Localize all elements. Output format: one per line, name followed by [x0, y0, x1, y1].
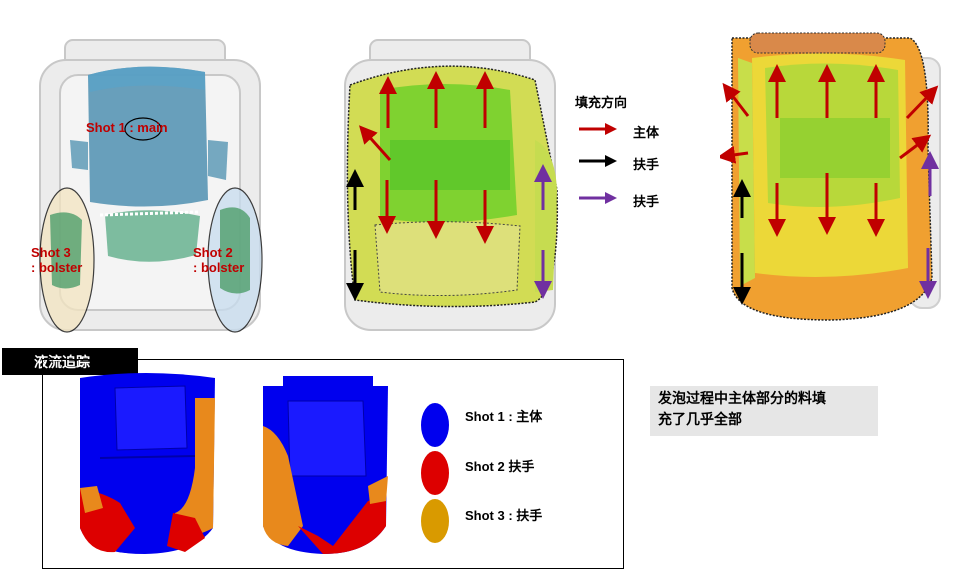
fill-direction-legend: 填充方向 主体 扶手 扶手	[575, 92, 685, 212]
fill-direction-seat-view	[344, 39, 559, 331]
shot2-color-swatch	[421, 451, 449, 495]
shot2-label-line2: : bolster	[193, 260, 245, 275]
shot1-color-swatch	[421, 403, 449, 447]
shot3-label-line1: Shot 3	[31, 245, 71, 260]
shot3-label: Shot 3 : bolster	[31, 245, 82, 275]
shot1-label: Shot 1 : main	[86, 120, 168, 135]
foaming-note-line1: 发泡过程中主体部分的料填	[658, 390, 826, 406]
foaming-note-box: 发泡过程中主体部分的料填 充了几乎全部	[650, 386, 878, 436]
shot3-legend-label: Shot 3 : 扶手	[465, 508, 543, 523]
shot1-foam-region	[88, 66, 208, 207]
bolster-direction-arrow-purple-icon	[579, 192, 617, 204]
fill-direction-legend-label-bolster-a: 扶手	[633, 157, 660, 172]
shot2-region	[298, 496, 386, 554]
fill-direction-legend-title: 填充方向	[575, 95, 628, 110]
shot3-region	[263, 426, 303, 546]
shot3-color-swatch	[421, 499, 449, 543]
bolster-direction-arrow-black-icon	[579, 155, 617, 167]
main-fill-arrows	[359, 71, 494, 244]
flow-tracking-tab: 液流追踪	[2, 348, 138, 375]
bolster-fill-arrows-purple	[919, 151, 939, 299]
flow-tracking-box	[42, 359, 624, 569]
main-direction-arrow-icon	[579, 123, 617, 135]
main-fill-arrows	[720, 64, 939, 237]
shot2-legend-label: Shot 2 扶手	[465, 459, 535, 474]
foaming-note-line2: 充了几乎全部	[658, 411, 742, 427]
fill-direction-late-seat-view	[720, 32, 941, 321]
flow-tracking-seat-front	[80, 373, 215, 554]
fill-direction-legend-label-bolster-b: 扶手	[633, 194, 660, 209]
shot3-region	[175, 398, 215, 537]
shot2-label-line1: Shot 2	[193, 245, 233, 260]
shot3-label-line2: : bolster	[31, 260, 83, 275]
shot1-legend-label: Shot 1 : 主体	[465, 409, 543, 424]
shot2-label: Shot 2 : bolster	[193, 245, 244, 275]
shot-location-seat-view	[39, 39, 263, 333]
shot1-inlet-marker	[124, 117, 162, 141]
main-lower-foam	[105, 210, 200, 262]
fill-direction-legend-label-main: 主体	[633, 125, 660, 140]
flow-tracking-seat-rear	[263, 376, 388, 554]
